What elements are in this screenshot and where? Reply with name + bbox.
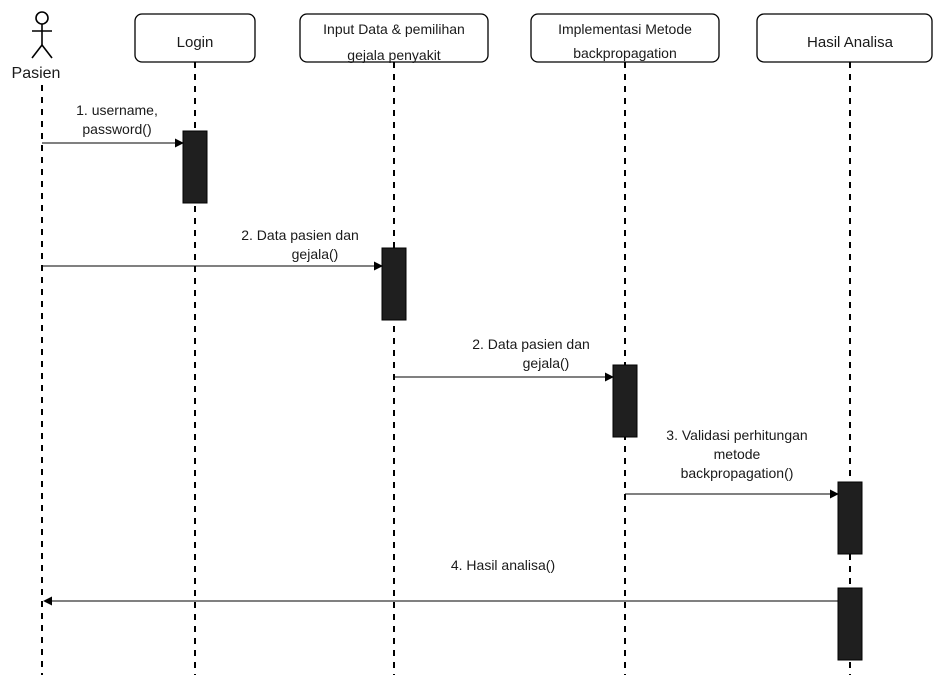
activation-login [182,130,208,204]
message-1-label-line1: 1. username, [76,102,158,118]
message-5-label: 4. Hasil analisa() [451,557,555,573]
message-3-label-line2: gejala() [523,355,570,371]
participant-input: Input Data & pemilihan gejala penyakit [299,13,489,63]
participant-input-label-line2: gejala penyakit [347,47,441,63]
message-4: 3. Validasi perhitungan metode backpropa… [625,427,839,499]
message-5: 4. Hasil analisa() [43,557,838,606]
message-3: 2. Data pasien dan gejala() [394,336,614,382]
message-2-label-line2: gejala() [292,246,339,262]
activation-hasil-1 [837,481,863,555]
message-4-label-line1: 3. Validasi perhitungan [666,427,807,443]
actor-label: Pasien [12,65,61,82]
message-3-label-line1: 2. Data pasien dan [472,336,590,352]
message-1: 1. username, password() [42,102,184,148]
participant-login: Login [134,13,256,63]
message-4-label-line2: metode [714,446,761,462]
participant-implementasi: Implementasi Metode backpropagation [530,13,720,63]
participant-implementasi-label-line1: Implementasi Metode [558,21,692,37]
participant-implementasi-label-line2: backpropagation [573,45,677,61]
participant-hasil: Hasil Analisa [756,13,933,63]
actor-pasien: Pasien [12,11,61,82]
message-1-label-line2: password() [82,121,151,137]
message-4-label-line3: backpropagation() [681,465,794,481]
activation-hasil-2 [837,587,863,661]
stick-figure-icon [31,11,53,59]
participant-hasil-label: Hasil Analisa [807,34,894,51]
activation-implementasi [612,364,638,438]
participant-login-label: Login [177,34,214,51]
message-2: 2. Data pasien dan gejala() [42,227,383,271]
participant-input-label-line1: Input Data & pemilihan [323,21,465,37]
activation-input [381,247,407,321]
message-2-label-line1: 2. Data pasien dan [241,227,359,243]
